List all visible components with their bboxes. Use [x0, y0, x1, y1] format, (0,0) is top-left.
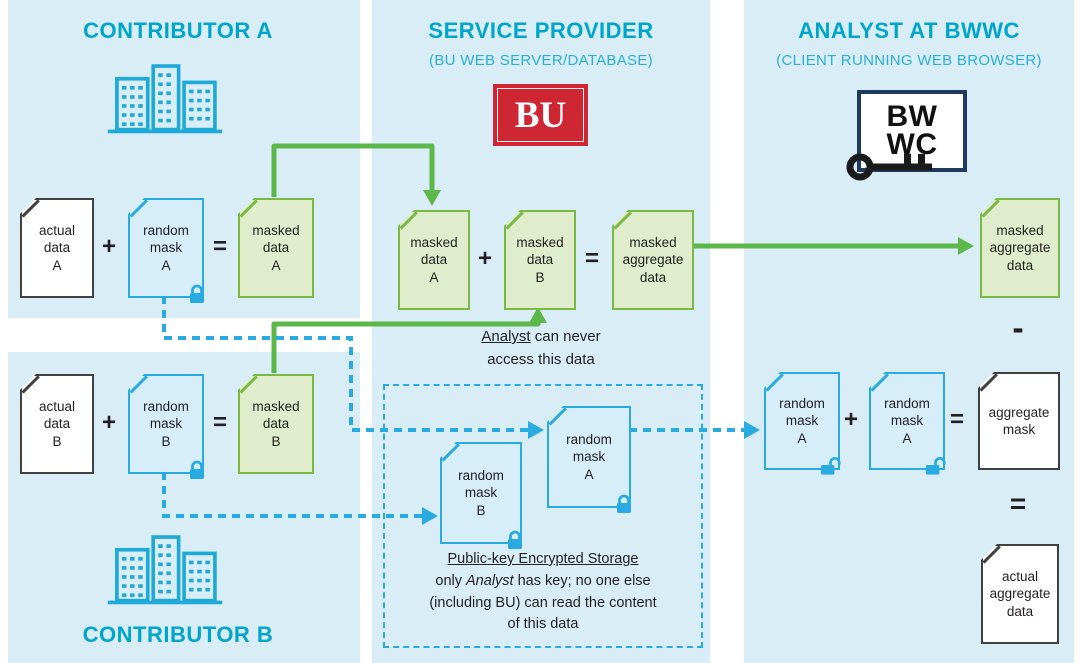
storage-random-mask-b-doc: random mask B [439, 441, 522, 549]
plus-sign: + [101, 233, 117, 260]
actual-data-b-doc: actual data B [19, 373, 94, 474]
actual-aggregate-data-label: actual aggregate data [989, 569, 1051, 619]
analyst-access-note-line1: Analyst can never [372, 326, 710, 349]
equals-sign: = [212, 233, 228, 260]
lock-icon [186, 283, 208, 305]
lock-icon [504, 529, 526, 551]
analyst-subtitle: (CLIENT RUNNING WEB BROWSER) [776, 52, 1042, 69]
random-mask-a-label: random mask A [143, 223, 189, 273]
server-masked-aggregate-doc: masked aggregate data [611, 209, 694, 310]
random-mask-a-doc: random mask A [127, 197, 204, 303]
storage-random-mask-b-label: random mask B [458, 468, 504, 518]
analyst-access-note-line2: access this data [487, 350, 595, 368]
analyst-title: ANALYST AT BWWC [798, 18, 1020, 43]
bu-logo: BU [493, 84, 588, 146]
plus-sign: + [843, 406, 859, 433]
analyst-random-mask-1-label: random mask A [779, 396, 825, 446]
server-masked-aggregate-label: masked aggregate data [622, 235, 684, 285]
contributor-b-title: CONTRIBUTOR B [82, 622, 274, 647]
storage-random-mask-a-doc: random mask A [546, 405, 631, 513]
masked-data-a-doc: masked data A [237, 197, 314, 298]
lock-icon [613, 493, 635, 515]
plus-sign: + [101, 409, 117, 436]
unlock-icon [819, 455, 844, 477]
masked-data-a-label: masked data A [252, 223, 300, 273]
analyst-random-mask-1-doc: random mask A [763, 371, 841, 475]
aggregate-mask-label: aggregate mask [988, 404, 1050, 437]
encrypted-storage-box: Public-key Encrypted Storage only Analys… [383, 384, 703, 648]
bwwc-logo-line2: WC [886, 128, 938, 161]
storage-caption-line4: of this data [507, 616, 579, 633]
storage-caption-line2: only Analyst has key; no one else [385, 571, 701, 593]
equals-sign: = [212, 409, 228, 436]
analyst-word: Analyst [481, 328, 531, 345]
buildings-icon-a [106, 56, 224, 136]
equals-sign: = [584, 245, 600, 272]
analyst-random-mask-2-doc: random mask A [868, 371, 946, 475]
analyst-access-note: Analyst can never access this data [372, 326, 710, 371]
server-masked-data-b-doc: masked data B [503, 209, 576, 310]
service-provider-subtitle: (BU WEB SERVER/DATABASE) [429, 52, 653, 69]
bu-logo-frame [497, 88, 584, 142]
note-rest: can never [530, 328, 601, 345]
analyst-masked-aggregate-label: masked aggregate data [989, 223, 1051, 273]
aggregate-mask-doc: aggregate mask [977, 371, 1060, 470]
actual-aggregate-data-doc: actual aggregate data [980, 543, 1059, 644]
caption-pre: only [435, 572, 467, 589]
bu-logo-text: BU [514, 94, 567, 136]
service-provider-title: SERVICE PROVIDER [428, 18, 654, 43]
storage-caption-line3: (including BU) can read the content [429, 594, 657, 611]
caption-post: has key; no one else [513, 572, 651, 589]
actual-data-b-label: actual data B [38, 399, 76, 449]
actual-data-a-doc: actual data A [19, 197, 94, 298]
masked-data-b-label: masked data B [252, 399, 300, 449]
analyst-masked-aggregate-doc: masked aggregate data [979, 197, 1060, 298]
random-mask-b-label: random mask B [143, 399, 189, 449]
storage-random-mask-a-label: random mask A [566, 432, 612, 482]
equals-sign: = [1009, 488, 1027, 519]
caption-analyst-word: Analyst [466, 572, 514, 589]
lock-icon [186, 459, 208, 481]
analyst-random-mask-2-label: random mask A [884, 396, 930, 446]
masked-data-b-doc: masked data B [237, 373, 314, 474]
storage-caption: Public-key Encrypted Storage only Analys… [385, 549, 701, 636]
random-mask-b-doc: random mask B [127, 373, 204, 479]
buildings-icon-b [106, 527, 224, 607]
contributor-a-title: CONTRIBUTOR A [83, 18, 273, 43]
storage-caption-title: Public-key Encrypted Storage [447, 551, 639, 567]
server-masked-data-a-label: masked data A [410, 235, 458, 285]
minus-sign: - [1012, 309, 1024, 348]
actual-data-a-label: actual data A [38, 223, 76, 273]
unlock-icon [924, 455, 949, 477]
server-masked-data-a-doc: masked data A [397, 209, 470, 310]
server-masked-data-b-label: masked data B [516, 235, 564, 285]
key-icon [846, 153, 932, 181]
plus-sign: + [477, 245, 493, 272]
bwwc-logo-line1: BW [886, 99, 938, 133]
equals-sign: = [949, 406, 965, 433]
